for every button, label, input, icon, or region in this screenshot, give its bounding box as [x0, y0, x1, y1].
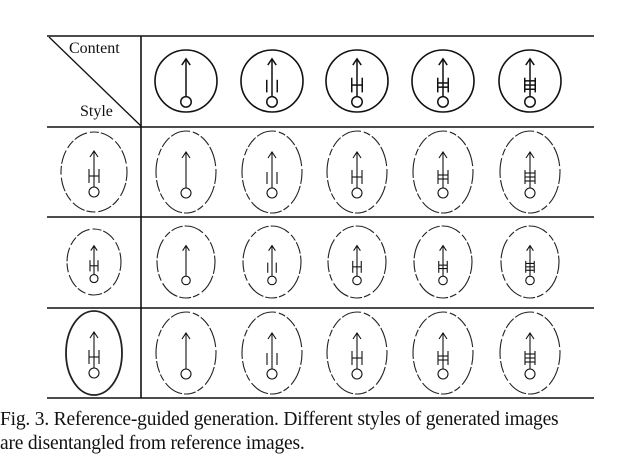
- generated-image: [241, 311, 303, 395]
- arrow-one-crossbar-glyph: [351, 151, 363, 199]
- sketch-outline: [326, 311, 388, 395]
- arrow-one-crossbar-glyph: [352, 244, 362, 286]
- arrow-plain-glyph: [180, 57, 192, 108]
- generated-image: [156, 225, 216, 299]
- sketch-outline: [155, 311, 217, 395]
- content-image: [325, 49, 389, 113]
- content-circle: [325, 49, 389, 113]
- content-circle: [154, 49, 218, 113]
- arrow-one-crossbar-glyph: [88, 150, 100, 198]
- content-image: [154, 49, 218, 113]
- sketch-outline: [155, 130, 217, 214]
- arrow-two-crossbars-glyph: [437, 57, 449, 108]
- corner-diagonal: [48, 36, 142, 127]
- generated-image: [327, 225, 387, 299]
- generated-image: [413, 225, 473, 299]
- content-image: [411, 49, 475, 113]
- sketch-outline: [326, 130, 388, 214]
- arrow-double-vertical-glyph: [266, 151, 278, 199]
- arrow-one-crossbar-glyph: [89, 244, 99, 284]
- sketch-outline: [499, 130, 561, 214]
- content-circle: [411, 49, 475, 113]
- table-rules: [47, 35, 594, 399]
- arrow-two-crossbars-glyph: [437, 151, 449, 199]
- generated-image: [412, 311, 474, 395]
- figure-caption: Fig. 3. Reference-guided generation. Dif…: [0, 408, 640, 456]
- sketch-outline: [156, 225, 216, 299]
- content-image: [498, 49, 562, 113]
- arrow-double-vertical-glyph: [267, 244, 277, 286]
- generated-image: [242, 225, 302, 299]
- caption-line-1: Fig. 3. Reference-guided generation. Dif…: [0, 409, 559, 430]
- sketch-outline: [500, 225, 560, 299]
- style-row: [65, 310, 561, 396]
- generated-image: [500, 225, 560, 299]
- arrow-plain-glyph: [180, 151, 192, 199]
- arrow-one-crossbar-glyph: [351, 332, 363, 380]
- arrow-three-crossbars-glyph: [525, 244, 535, 286]
- sketch-outline: [327, 225, 387, 299]
- generated-image: [499, 130, 561, 214]
- arrow-two-crossbars-glyph: [438, 244, 448, 286]
- sketch-outline: [412, 130, 474, 214]
- corner-content-label: Content: [69, 40, 120, 57]
- sketch-outline: [241, 311, 303, 395]
- content-circle: [498, 49, 562, 113]
- content-circle: [240, 49, 304, 113]
- sketch-outline: [60, 131, 128, 213]
- sketch-outline: [413, 225, 473, 299]
- sketch-outline: [499, 311, 561, 395]
- caption-line-2: are disentangled from reference images.: [0, 433, 305, 454]
- generated-image: [412, 130, 474, 214]
- sketch-outline: [65, 310, 123, 396]
- generated-image: [241, 130, 303, 214]
- reference-style-image: [65, 310, 123, 396]
- generated-image: [499, 311, 561, 395]
- arrow-one-crossbar-glyph: [351, 57, 363, 108]
- style-row: [60, 130, 561, 214]
- sketch-outline: [66, 228, 122, 296]
- style-row: [66, 225, 560, 299]
- arrow-plain-glyph: [180, 332, 192, 380]
- sketch-outline: [242, 225, 302, 299]
- generated-image: [155, 130, 217, 214]
- arrow-plain-glyph: [181, 244, 191, 286]
- arrow-three-crossbars-glyph: [524, 57, 536, 108]
- content-image: [240, 49, 304, 113]
- arrow-two-crossbars-glyph: [437, 332, 449, 380]
- generated-image: [155, 311, 217, 395]
- arrow-double-vertical-glyph: [266, 332, 278, 380]
- reference-style-image: [66, 228, 122, 296]
- arrow-three-crossbars-glyph: [524, 332, 536, 380]
- sketch-outline: [412, 311, 474, 395]
- arrow-double-vertical-glyph: [266, 57, 278, 108]
- reference-style-image: [60, 131, 128, 213]
- generated-image: [326, 130, 388, 214]
- generated-image: [326, 311, 388, 395]
- sketch-outline: [241, 130, 303, 214]
- arrow-one-crossbar-glyph: [88, 331, 100, 379]
- arrow-three-crossbars-glyph: [524, 151, 536, 199]
- corner-style-label: Style: [80, 103, 113, 120]
